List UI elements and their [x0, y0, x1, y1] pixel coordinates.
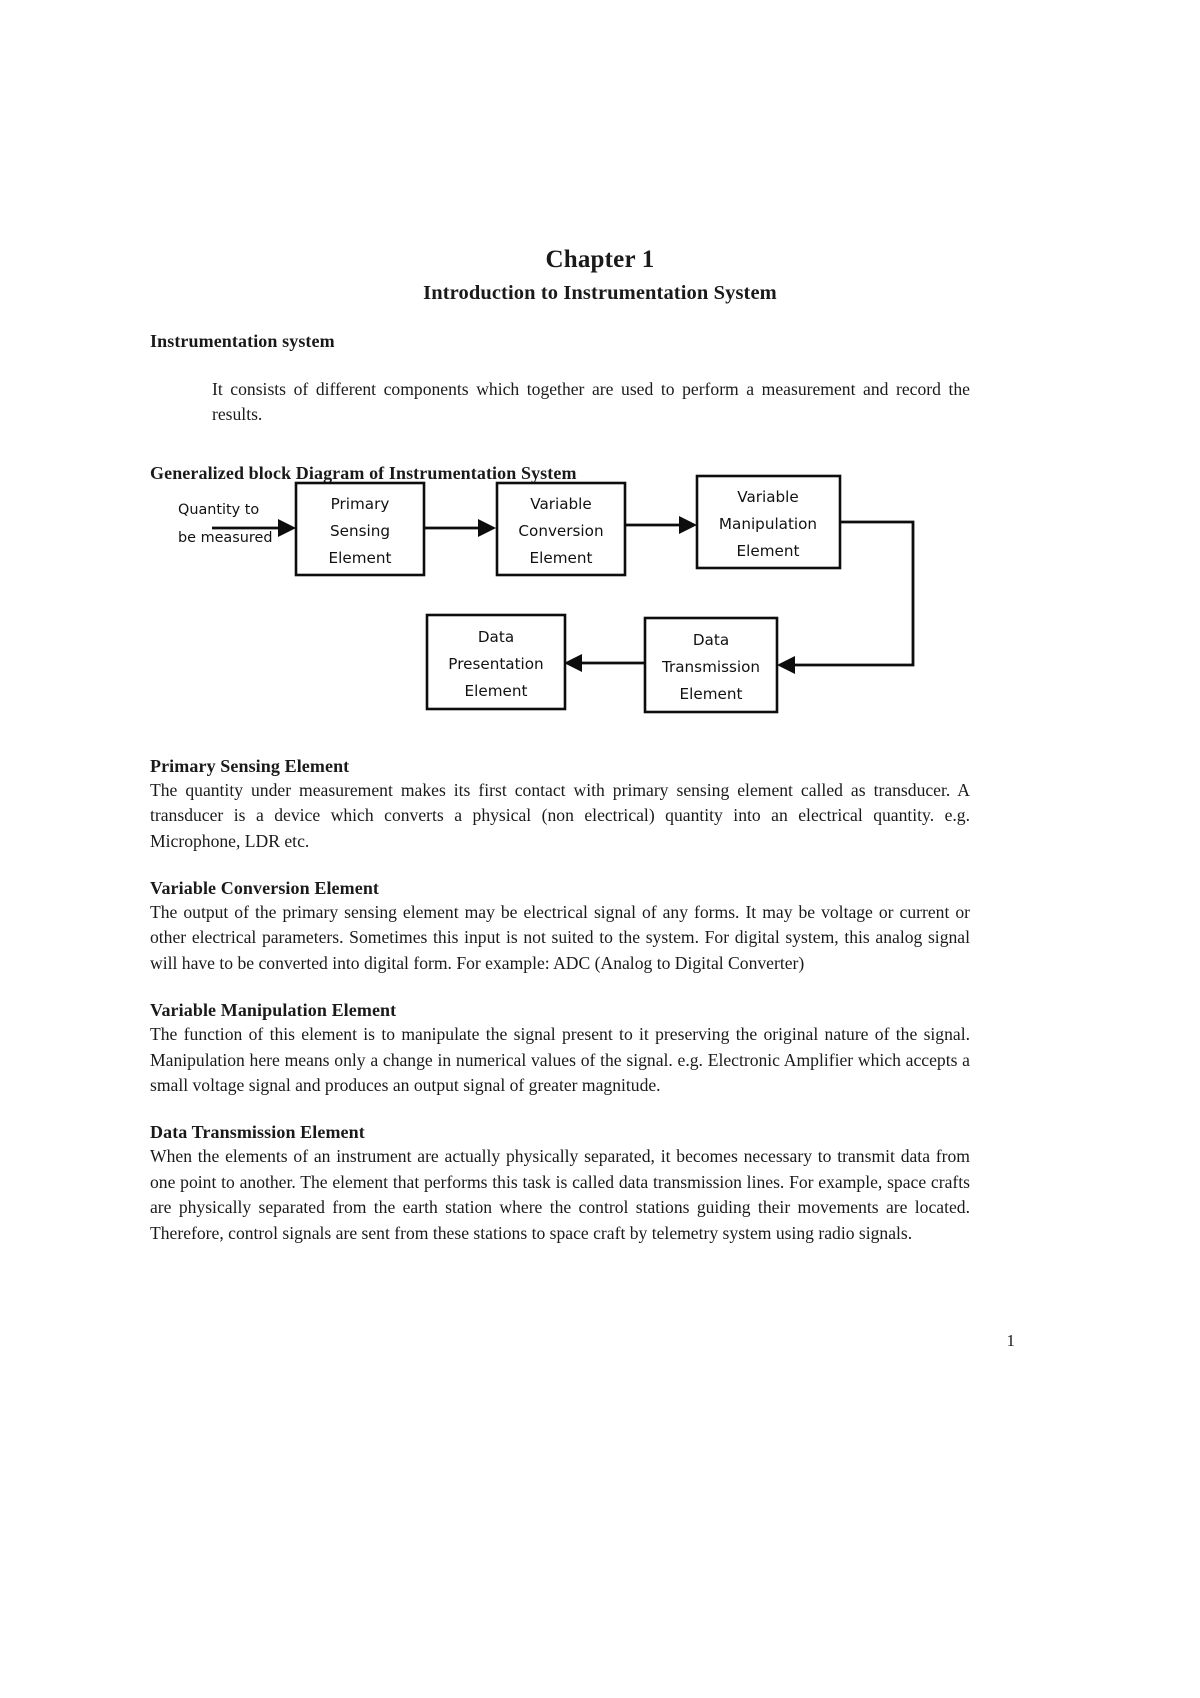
block2-line1: Variable	[530, 495, 592, 513]
block-primary-sensing-element: Primary Sensing Element	[294, 481, 426, 577]
section-variable-manipulation-element: Variable Manipulation Element The functi…	[150, 999, 970, 1099]
arrow-primary-to-conversion	[424, 519, 496, 537]
block3-line1: Variable	[737, 488, 799, 506]
block2-line3: Element	[530, 549, 593, 567]
section-heading-variable-conversion-element: Variable Conversion Element	[150, 878, 380, 899]
block-variable-manipulation-element: Variable Manipulation Element	[695, 474, 842, 570]
block5-line2: Presentation	[448, 655, 543, 673]
block3-line2: Manipulation	[719, 515, 817, 533]
block3-line3: Element	[737, 542, 800, 560]
diagram-input-label-line1: Quantity to	[178, 502, 259, 518]
arrow-input-to-primary	[212, 519, 296, 537]
block-variable-conversion-element: Variable Conversion Element	[495, 481, 627, 577]
sections-container: Primary Sensing Element The quantity und…	[150, 755, 970, 1247]
section-variable-conversion-element: Variable Conversion Element The output o…	[150, 877, 970, 977]
block4-line1: Data	[693, 631, 729, 649]
arrow-conversion-to-manipulation	[625, 516, 697, 534]
block4-line2: Transmission	[661, 658, 760, 676]
section-heading-primary-sensing-element: Primary Sensing Element	[150, 756, 350, 776]
block5-line1: Data	[478, 628, 514, 646]
block2-line2: Conversion	[518, 522, 603, 540]
block-data-presentation-element: Data Presentation Element	[425, 613, 567, 711]
instrumentation-block-diagram: Quantity to be measured Primary Sensing …	[150, 470, 980, 720]
section-paragraph-data-transmission-element: When the elements of an instrument are a…	[150, 1145, 970, 1244]
section-paragraph-variable-conversion-element: The output of the primary sensing elemen…	[150, 901, 970, 974]
block1-line3: Element	[329, 549, 392, 567]
arrow-transmission-to-presentation	[564, 654, 645, 672]
block5-line3: Element	[465, 682, 528, 700]
chapter-subtitle: Introduction to Instrumentation System	[423, 282, 777, 304]
intro-paragraph-wrap: It consists of different components whic…	[212, 377, 970, 429]
diagram-heading: Generalized block Diagram of Instrumenta…	[150, 463, 577, 484]
section-data-transmission-element: Data Transmission Element When the eleme…	[150, 1121, 970, 1247]
intro-heading: Instrumentation system	[150, 331, 335, 351]
section-heading-variable-manipulation-element: Variable Manipulation Element	[150, 1000, 397, 1021]
diagram-input-label-line2: be measured	[178, 530, 272, 546]
block1-line1: Primary	[331, 495, 390, 513]
section-paragraph-variable-manipulation-element: The function of this element is to manip…	[150, 1023, 970, 1096]
intro-paragraph: It consists of different components whic…	[212, 378, 970, 425]
section-heading-data-transmission-element: Data Transmission Element	[150, 1122, 365, 1143]
intro-section: Instrumentation system It consists of di…	[150, 330, 970, 485]
page-number: 1	[1006, 1331, 1016, 1350]
block1-line2: Sensing	[330, 522, 390, 540]
chapter-title: Chapter 1	[545, 246, 655, 273]
block-data-transmission-element: Data Transmission Element	[643, 616, 779, 714]
arrow-manipulation-to-transmission	[777, 520, 915, 674]
section-paragraph-primary-sensing-element: The quantity under measurement makes its…	[150, 779, 970, 852]
section-primary-sensing-element: Primary Sensing Element The quantity und…	[150, 755, 970, 855]
block4-line3: Element	[680, 685, 743, 703]
